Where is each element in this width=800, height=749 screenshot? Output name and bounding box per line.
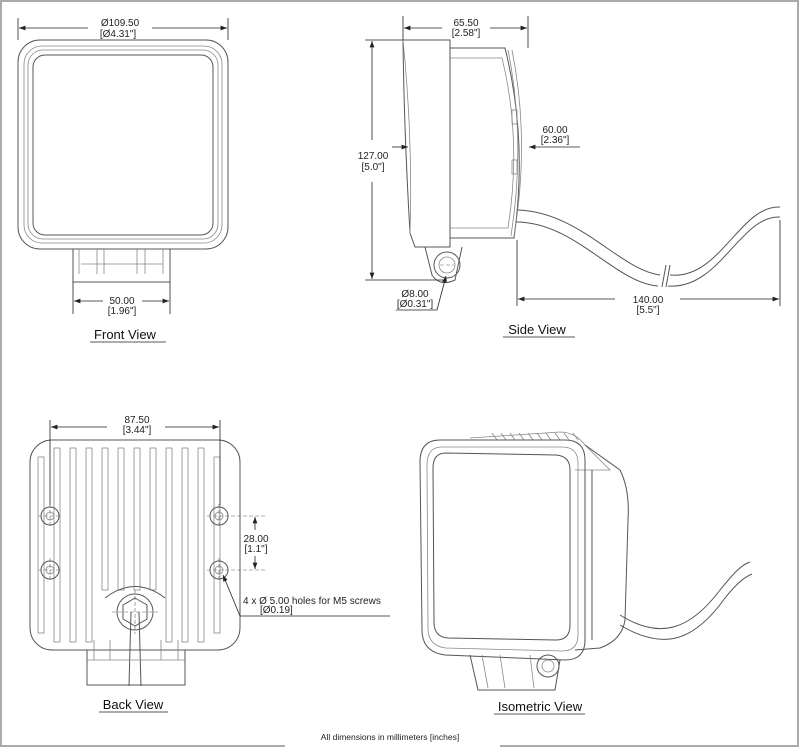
cooling-fin	[518, 432, 525, 441]
dim-label-inch: [1.96"]	[108, 306, 137, 317]
cooling-fins	[37, 447, 221, 643]
cooling-fin	[213, 456, 221, 634]
cable-gland	[112, 590, 158, 687]
front-view: Ø109.50 [Ø4.31"] 50.00 [1.96"] Front Vie…	[17, 18, 229, 343]
cooling-fin	[149, 447, 157, 591]
cooling-fin	[197, 447, 205, 643]
cooling-fin	[500, 432, 507, 441]
cooling-fin	[133, 447, 141, 591]
cooling-fin	[181, 447, 189, 643]
dimension-hole-pitch: 28.00 [1.1"]	[243, 517, 269, 569]
view-title: Back View	[103, 697, 164, 712]
cooling-fin	[101, 447, 109, 591]
dim-label-inch: [2.36"]	[541, 135, 570, 146]
mounting-hole	[38, 558, 62, 582]
cooling-fin	[85, 447, 93, 643]
dim-label: 87.50	[124, 415, 149, 426]
cooling-fin	[117, 447, 125, 591]
dim-label-inch: [3.44"]	[123, 425, 152, 436]
cooling-fin	[554, 432, 561, 441]
mount-bracket	[72, 249, 171, 283]
dim-label-inch: [1.1"]	[244, 544, 267, 555]
dim-label-inch: [5.0"]	[361, 162, 384, 173]
dim-label-inch: [2.58"]	[452, 28, 481, 39]
dim-label: 50.00	[109, 296, 134, 307]
dim-label-inch: [5.5"]	[636, 305, 659, 316]
cooling-fin	[509, 432, 516, 441]
view-title: Front View	[94, 327, 157, 342]
dimension-height: 127.00 [5.0"]	[358, 39, 447, 281]
cable	[515, 206, 781, 288]
mount-bracket	[86, 640, 186, 686]
dimension-cable: 140.00 [5.5"]	[516, 220, 781, 316]
isometric-view: Isometric View	[419, 431, 753, 715]
mounting-hole	[207, 558, 266, 582]
dimension-body: 60.00 [2.36"]	[529, 125, 580, 150]
cooling-fin	[165, 447, 173, 643]
dim-label: 65.50	[453, 18, 478, 29]
dimension-depth: 65.50 [2.58"]	[402, 16, 529, 48]
side-view: 65.50 [2.58"] 127.00 [5.0"] 60.00 [2.36"…	[358, 16, 781, 338]
dim-label: 127.00	[358, 151, 389, 162]
mounting-holes	[38, 504, 266, 582]
mounting-hole	[207, 504, 266, 528]
cooling-fin	[545, 432, 552, 441]
dim-label: 140.00	[633, 295, 664, 306]
cooling-fin	[37, 456, 45, 634]
dimension-bracket: 50.00 [1.96"]	[72, 282, 171, 317]
dim-label-inch: [Ø4.31"]	[100, 29, 137, 40]
cooling-fin	[53, 447, 61, 643]
mounting-hole	[38, 504, 62, 528]
cooling-fin	[527, 432, 534, 441]
dim-label-inch: [Ø0.31"]	[397, 299, 434, 310]
holes-note: 4 x Ø 5.00 holes for M5 screws	[243, 596, 381, 607]
cooling-fin	[572, 432, 579, 441]
cooling-fin	[536, 432, 543, 441]
dim-label: 28.00	[243, 534, 268, 545]
view-title: Side View	[508, 322, 566, 337]
dim-label: Ø8.00	[401, 289, 429, 300]
pivot-knob	[424, 246, 463, 284]
dimension-width: Ø109.50 [Ø4.31"]	[17, 18, 229, 40]
cooling-fins	[491, 432, 579, 441]
dimension-hole-span: 87.50 [3.44"]	[49, 415, 221, 505]
back-view: 87.50 [3.44"] 28.00 [1.1"] 4 x Ø 5.00 ho…	[29, 415, 390, 713]
holes-note-inch: [Ø0.19]	[260, 605, 293, 616]
dimension-pivot: Ø8.00 [Ø0.31"]	[396, 275, 447, 311]
cooling-fin	[491, 432, 498, 441]
holes-callout: 4 x Ø 5.00 holes for M5 screws [Ø0.19]	[222, 574, 390, 617]
dim-label: 60.00	[542, 125, 567, 136]
dim-label: Ø109.50	[101, 18, 140, 29]
view-title: Isometric View	[498, 699, 583, 714]
cooling-fin	[563, 432, 570, 441]
units-note: All dimensions in millimeters [inches]	[321, 732, 459, 742]
cooling-fin	[69, 447, 77, 643]
